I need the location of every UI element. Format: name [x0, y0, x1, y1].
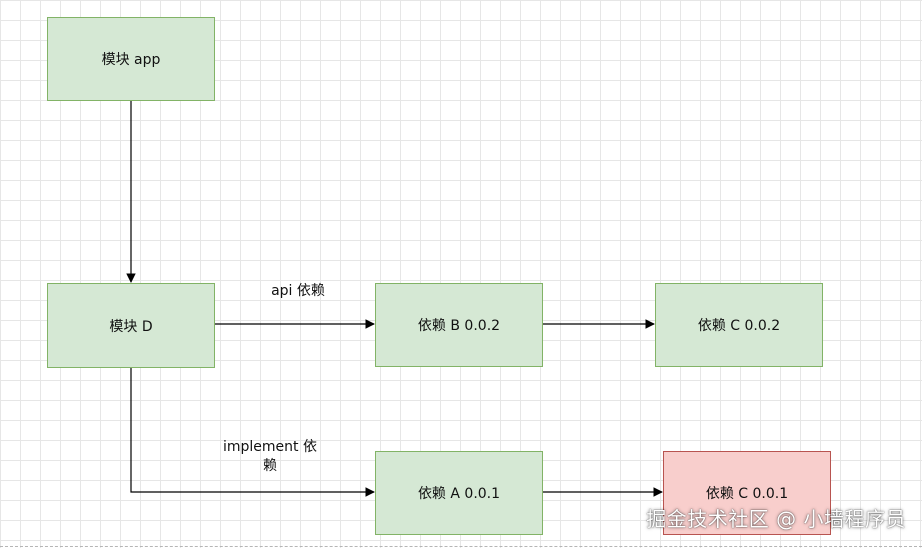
node-module-d-label: 模块 D — [109, 318, 153, 335]
edge-label-api-text: api 依赖 — [271, 283, 325, 299]
node-dep-c-002-label: 依赖 C 0.0.2 — [697, 318, 781, 334]
canvas-bottom-border — [0, 546, 922, 547]
node-module-d[interactable]: 模块 D — [47, 283, 215, 368]
edge-label-api: api 依赖 — [250, 282, 346, 301]
node-dep-c-001[interactable]: 依赖 C 0.0.1 — [663, 451, 831, 535]
edge-d-to-a — [130, 368, 375, 497]
edge-label-implement-line1: implement 依 — [223, 439, 317, 455]
node-dep-b[interactable]: 依赖 B 0.0.2 — [375, 283, 543, 367]
node-dep-c-002[interactable]: 依赖 C 0.0.2 — [655, 283, 823, 367]
edge-label-implement: implement 依 赖 — [212, 438, 328, 476]
edge-label-implement-line2: 赖 — [263, 458, 277, 474]
node-dep-a[interactable]: 依赖 A 0.0.1 — [375, 451, 543, 535]
node-module-app-label: 模块 app — [101, 52, 161, 68]
node-module-app[interactable]: 模块 app — [47, 17, 215, 101]
node-dep-a-label: 依赖 A 0.0.1 — [417, 486, 501, 502]
node-dep-b-label: 依赖 B 0.0.2 — [417, 318, 501, 334]
watermark-text: 掘金技术社区 @ 小墙程序员 — [646, 507, 906, 531]
node-dep-c-001-label: 依赖 C 0.0.1 — [705, 486, 789, 502]
